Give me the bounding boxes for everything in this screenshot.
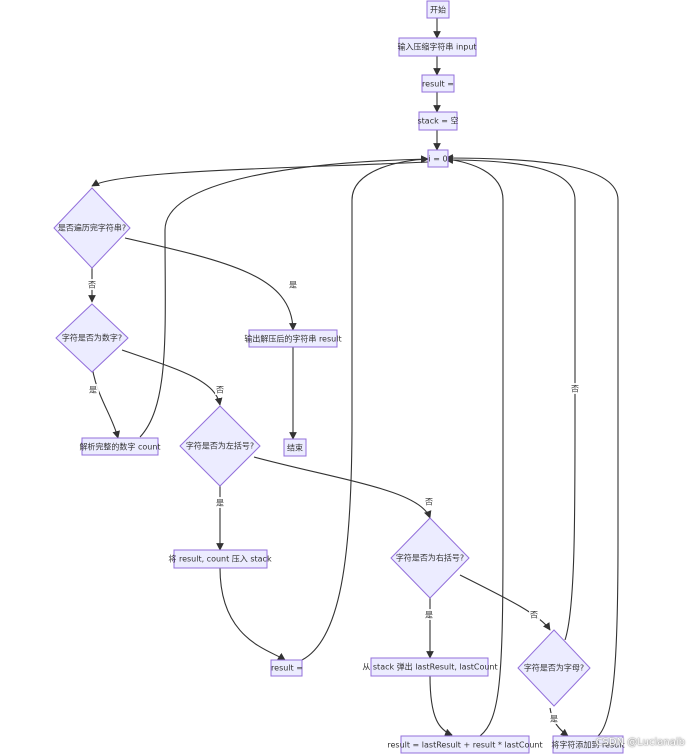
- svg-text:result =: result =: [422, 80, 454, 89]
- edge-q-letter-i: [445, 156, 576, 641]
- svg-text:result = lastResult + result *: result = lastResult + result * lastCount: [387, 741, 542, 750]
- watermark: CSDN @Lucianaib: [595, 737, 685, 748]
- svg-text:输出解压后的字符串 result: 输出解压后的字符串 result: [244, 334, 341, 344]
- edge-reset-i: [301, 155, 429, 661]
- edge-q-rbracket-q-letter: [459, 574, 551, 631]
- svg-text:输入压缩字符串 input: 输入压缩字符串 input: [397, 42, 476, 52]
- node-pop-stack: 从 stack 弹出 lastResult, lastCount: [362, 657, 498, 677]
- svg-text:stack = 空: stack = 空: [417, 116, 458, 126]
- label-yes-digit: 是: [89, 386, 97, 395]
- node-input: 输入压缩字符串 input: [397, 37, 477, 57]
- label-yes-done: 是: [289, 281, 297, 290]
- label-no-lbracket: 否: [425, 498, 433, 507]
- svg-text:从 stack 弹出 lastResult, lastCou: 从 stack 弹出 lastResult, lastCount: [362, 662, 497, 672]
- node-combine: result = lastResult + result * lastCount: [387, 735, 543, 754]
- svg-text:i = 0: i = 0: [428, 155, 447, 164]
- edge-pop-combine: [429, 675, 453, 736]
- node-init-stack: stack = 空: [417, 111, 459, 131]
- node-reset-result: result =: [270, 659, 303, 677]
- node-push-stack: 将 result, count 压入 stack: [168, 549, 272, 569]
- label-yes-letter: 是: [550, 715, 558, 724]
- edge-q-digit-q-lbracket: [121, 349, 223, 406]
- label-no-rbracket: 否: [530, 611, 538, 620]
- svg-text:将字符添加到 result: 将字符添加到 result: [551, 740, 624, 750]
- node-output: 输出解压后的字符串 result: [244, 329, 342, 348]
- label-yes-lbracket: 是: [216, 499, 224, 508]
- node-q-rbracket: 字符是否为右括号?: [390, 517, 470, 599]
- edges: [88, 18, 619, 737]
- node-q-lbracket: 字符是否为左括号?: [179, 405, 261, 487]
- edge-append-i: [445, 154, 619, 737]
- node-q-letter: 字符是否为字母?: [517, 629, 591, 707]
- svg-text:是否遍历完字符串?: 是否遍历完字符串?: [58, 223, 126, 233]
- node-init-result: result =: [421, 74, 455, 93]
- svg-text:字符是否为字母?: 字符是否为字母?: [524, 663, 584, 673]
- edge-i-q-done: [91, 161, 429, 187]
- svg-text:result =: result =: [271, 664, 303, 673]
- edge-push-reset: [219, 567, 286, 661]
- svg-text:字符是否为右括号?: 字符是否为右括号?: [396, 553, 464, 563]
- edge-labels: 否 是 是 否 是 否 是 否 是 否: [87, 279, 581, 724]
- node-parse-count: 解析完整的数字 count: [79, 437, 161, 456]
- node-q-done: 是否遍历完字符串?: [53, 187, 131, 269]
- svg-text:开始: 开始: [430, 5, 446, 15]
- node-append: 将字符添加到 result: [551, 735, 625, 754]
- label-yes-rbracket: 是: [425, 611, 433, 620]
- svg-text:字符是否为左括号?: 字符是否为左括号?: [186, 441, 254, 451]
- svg-text:结束: 结束: [287, 443, 303, 453]
- edge-q-lbracket-q-rbracket: [253, 456, 432, 519]
- edge-q-letter-append: [549, 707, 569, 737]
- edge-parse-i: [139, 155, 429, 438]
- label-no-done: 否: [88, 281, 96, 290]
- svg-text:将 result, count 压入 stack: 将 result, count 压入 stack: [168, 554, 272, 564]
- label-no-digit: 否: [216, 386, 224, 395]
- edge-combine-i: [445, 156, 504, 737]
- node-start: 开始: [426, 0, 450, 19]
- svg-text:字符是否为数字?: 字符是否为数字?: [62, 333, 122, 343]
- node-q-digit: 字符是否为数字?: [55, 303, 129, 373]
- edge-q-digit-parse: [91, 365, 120, 439]
- node-init-i: i = 0: [427, 149, 449, 168]
- label-no-letter: 否: [571, 385, 579, 394]
- node-end: 结束: [283, 438, 307, 457]
- edge-q-done-output: [124, 237, 297, 331]
- svg-text:解析完整的数字 count: 解析完整的数字 count: [79, 442, 160, 452]
